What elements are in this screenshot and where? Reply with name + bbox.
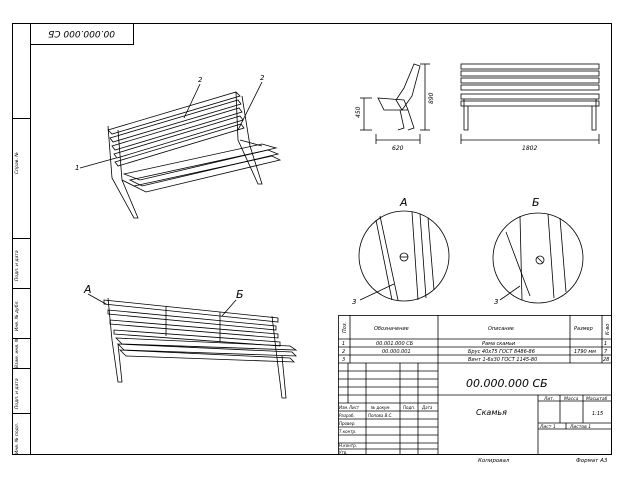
tb-title: Скамья bbox=[476, 408, 507, 417]
detail-label-a: А bbox=[399, 196, 408, 209]
detail-b bbox=[492, 212, 584, 304]
tb-list: Лист bbox=[348, 405, 360, 410]
tb-date: Дата bbox=[421, 405, 433, 410]
view-label-a: А bbox=[83, 283, 92, 296]
detail-a bbox=[358, 210, 450, 302]
row1-desc: Рама скамьи bbox=[482, 341, 516, 347]
tb-doc-code: 00.000.000 СБ bbox=[466, 377, 548, 390]
callout-2b: 2 bbox=[260, 74, 265, 82]
footer-copied: Копировал bbox=[478, 458, 510, 464]
side-cell-4: Инв. № дубл. bbox=[12, 288, 30, 338]
footer-format: Формат А3 bbox=[576, 458, 608, 464]
side-cell-3: Подп. и дата bbox=[12, 238, 30, 288]
row2-qty: 7 bbox=[604, 349, 608, 355]
bench-iso-view-1 bbox=[107, 91, 282, 219]
row1-code: 00.001.000 СБ bbox=[376, 341, 414, 347]
bench-front-view bbox=[460, 63, 600, 144]
side-cell-7: Инв. № подл. bbox=[12, 413, 30, 455]
row1-qty: 1 bbox=[604, 341, 607, 347]
row3-pos: 3 bbox=[342, 357, 345, 363]
tb-col-lit: Лит. bbox=[543, 396, 554, 402]
tb-role-approve: Утв. bbox=[339, 450, 347, 455]
row2-desc: Брус 40х75 ГОСТ 8486-86 bbox=[468, 349, 535, 355]
dim-450: 450 bbox=[355, 106, 362, 118]
row3-desc: Винт 1-6х30 ГОСТ 1145-80 bbox=[468, 357, 537, 363]
tb-role-dev: Разраб. bbox=[339, 413, 355, 418]
tb-sheet: Лист 1 bbox=[539, 424, 556, 430]
left-margin-strip bbox=[12, 23, 30, 455]
hdr-pos: Поз. bbox=[342, 322, 348, 333]
bench-side-view bbox=[360, 63, 430, 144]
tb-scale: 1:15 bbox=[592, 411, 603, 417]
dim-620: 620 bbox=[392, 145, 404, 152]
drawing-frame bbox=[30, 23, 612, 455]
row2-code: 00.000.001 bbox=[382, 349, 411, 355]
detail-label-b: Б bbox=[532, 196, 540, 209]
hdr-desc: Описание bbox=[488, 326, 514, 332]
tb-sheets: Листов 1 bbox=[569, 424, 591, 430]
tb-col-scale: Масштаб bbox=[586, 396, 608, 402]
view-label-b: Б bbox=[236, 288, 244, 301]
tb-col-mass: Масса bbox=[564, 396, 579, 402]
tb-sign: Подп. bbox=[403, 405, 415, 410]
tb-developer: Попова В.С. bbox=[368, 413, 393, 418]
dim-890: 890 bbox=[428, 92, 435, 104]
tb-role-ncontr: Н.контр. bbox=[339, 443, 357, 448]
top-rotated-stamp: 00.000.000 СБ bbox=[30, 23, 134, 45]
hdr-qty: К-во bbox=[605, 324, 611, 335]
tb-doc: № докум. bbox=[370, 405, 391, 410]
hdr-code: Обозначение bbox=[374, 326, 409, 332]
tb-izm: Изм. bbox=[339, 405, 348, 410]
side-cell-2: Справ. № bbox=[12, 118, 30, 203]
callout-3b: 3 bbox=[494, 298, 498, 306]
callout-3a: 3 bbox=[352, 298, 356, 306]
row2-size: 1790 мм bbox=[574, 349, 596, 355]
side-cell-6: Подп. и дата bbox=[12, 368, 30, 413]
title-block: Поз. Обозначение Описание Размер К-во 1 … bbox=[338, 315, 612, 455]
row1-pos: 1 bbox=[342, 341, 345, 347]
callout-1: 1 bbox=[75, 164, 79, 172]
side-cell-5: Взам. инв. № bbox=[12, 337, 30, 368]
bench-iso-view-2 bbox=[103, 297, 298, 399]
callout-2a: 2 bbox=[198, 76, 203, 84]
row2-pos: 2 bbox=[342, 349, 345, 355]
dim-1802: 1802 bbox=[522, 145, 537, 152]
hdr-size: Размер bbox=[574, 326, 593, 332]
tb-role-tcontr: Т.контр. bbox=[339, 429, 356, 434]
row3-qty: 28 bbox=[603, 357, 609, 363]
tb-role-check: Провер. bbox=[339, 421, 356, 426]
